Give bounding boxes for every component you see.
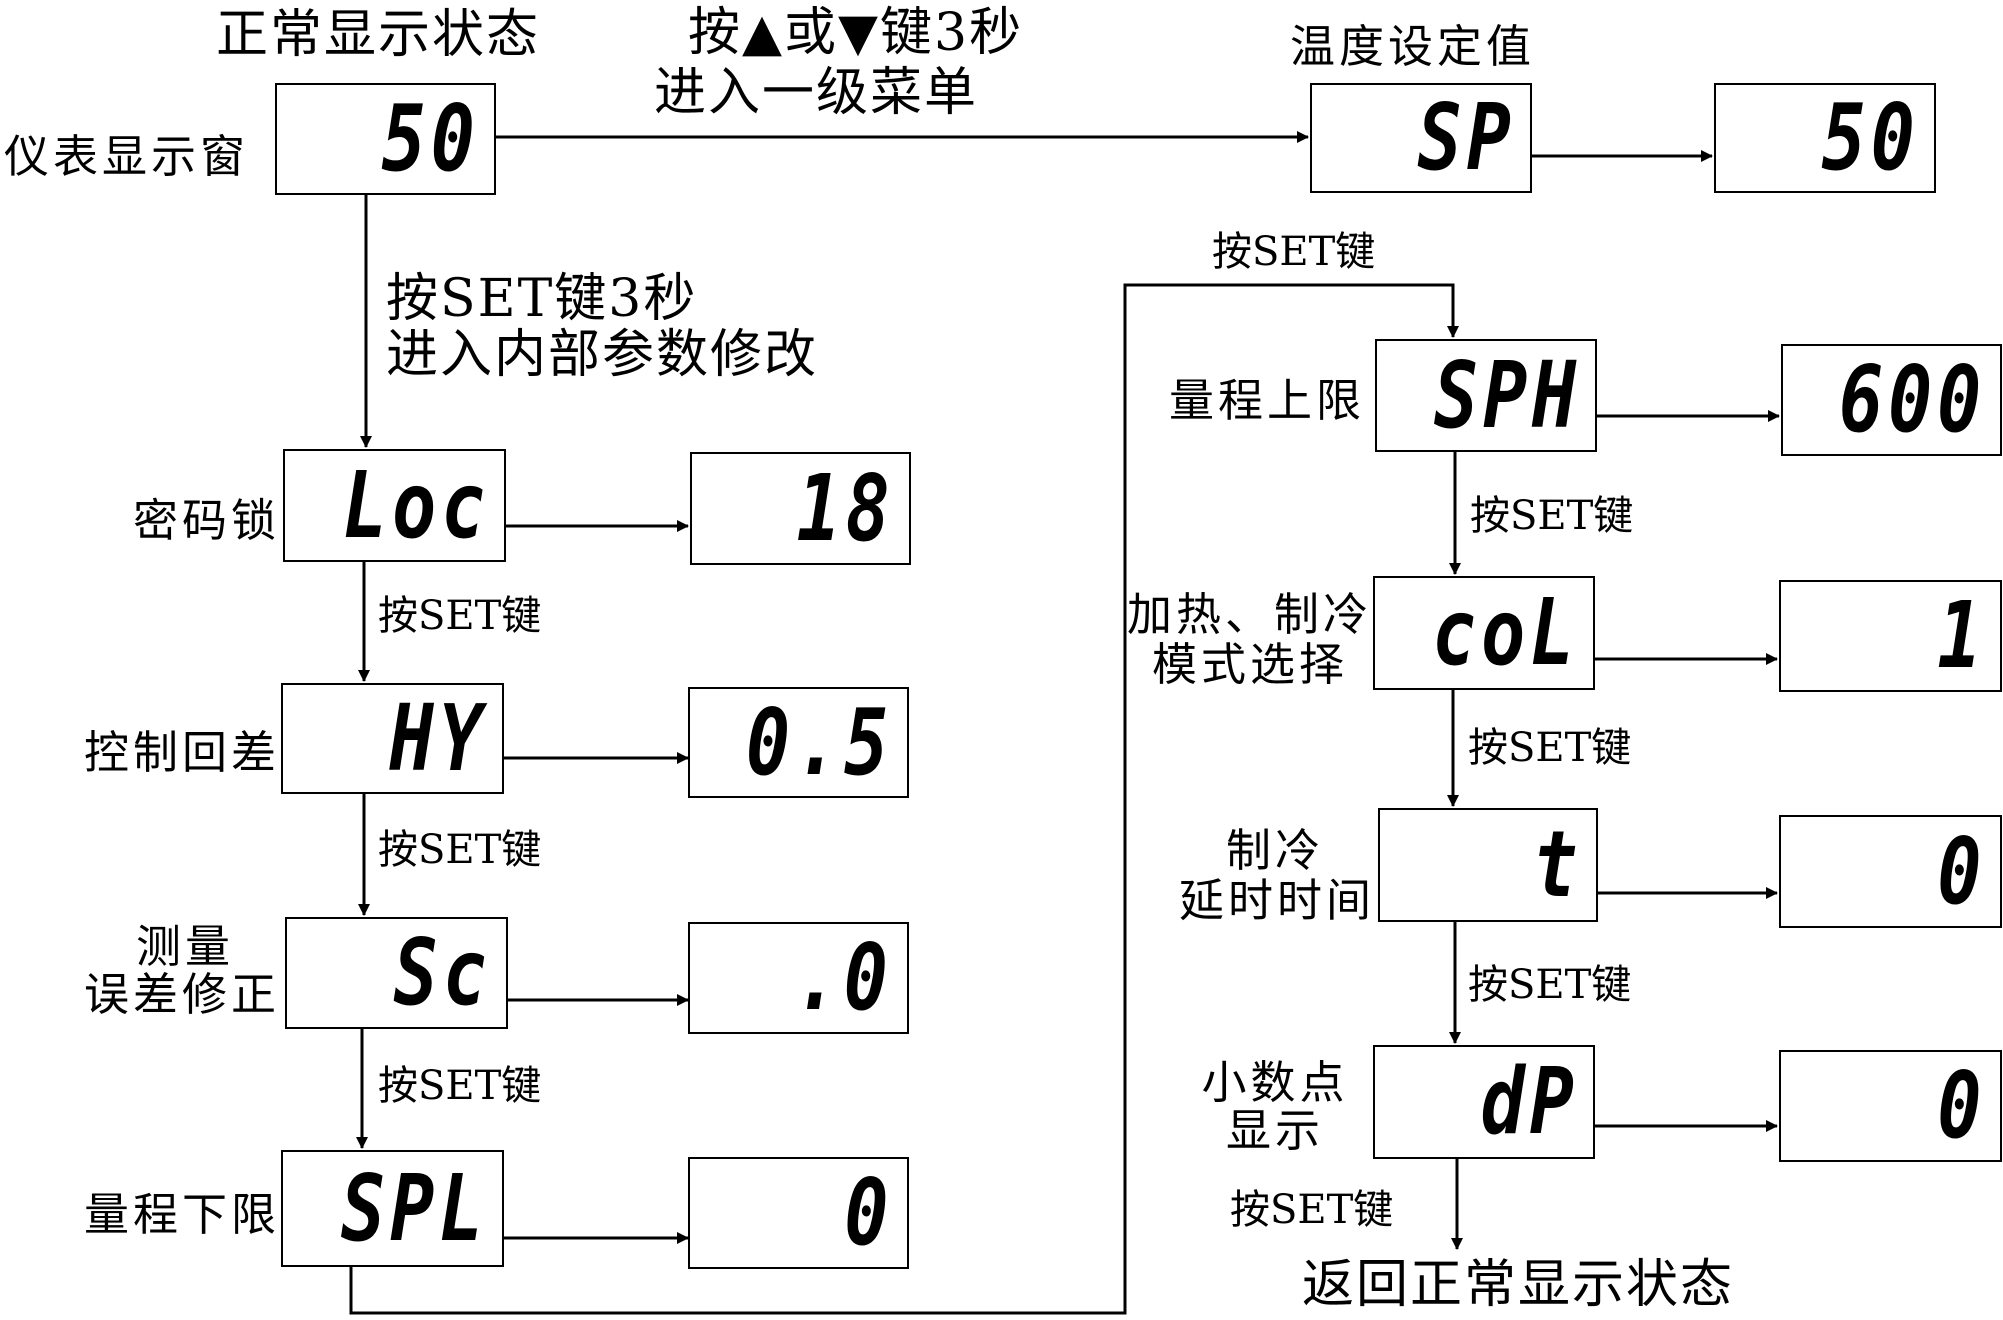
press-set-label-7: 按SET键 [1468,962,1632,1008]
temp-setpoint-label: 温度设定值 [1290,20,1536,73]
sc-display: Sc [285,917,508,1029]
t-value-display: 0 [1779,815,2002,928]
measure-correction-line2: 误差修正 [83,968,280,1021]
sc-code: Sc [393,919,492,1026]
press-set-label-4: 按SET键 [1212,229,1376,275]
spl-code: SPL [340,1154,488,1262]
return-normal-label: 返回正常显示状态 [1302,1255,1735,1315]
cool-delay-line2: 延时时间 [1178,874,1375,927]
sc-value-display: .0 [688,922,909,1034]
hy-code: HY [389,684,488,792]
normal-state-label: 正常显示状态 [216,5,541,65]
sph-display: SPH [1375,339,1597,452]
dp-code: dP [1480,1048,1579,1155]
t-code: t [1532,811,1582,918]
decimal-point-line1: 小数点 [1201,1056,1349,1109]
loc-value-display: 18 [690,452,911,565]
loc-display: Loc [283,449,506,562]
password-lock-label: 密码锁 [132,494,280,547]
internal-line2: 进入内部参数修改 [386,325,819,385]
loc-code: Loc [342,451,490,559]
t-value: 0 [1936,817,1986,925]
hy-display: HY [281,683,504,794]
spl-value: 0 [843,1159,893,1266]
measure-correction-line1: 测量 [135,920,234,973]
display-window-label: 仪表显示窗 [4,130,250,183]
dp-display: dP [1373,1045,1595,1159]
col-display: coL [1373,576,1595,690]
hy-value: 0.5 [745,688,893,796]
dp-value: 0 [1936,1052,1986,1159]
heat-cool-mode-line1: 加热、制冷 [1126,588,1372,641]
sc-value: .0 [794,924,893,1031]
loc-value: 18 [796,454,895,562]
spl-value-display: 0 [688,1157,909,1269]
sph-code: SPH [1433,341,1581,449]
hy-value-display: 0.5 [688,687,909,798]
heat-cool-mode-line2: 模式选择 [1151,638,1348,691]
t-display: t [1378,808,1598,922]
sp-value: 50 [1821,84,1920,191]
internal-line1: 按SET键3秒 [386,269,698,329]
sp-value-display: 50 [1714,83,1936,193]
range-upper-label: 量程上限 [1168,374,1365,427]
press-set-label-8: 按SET键 [1230,1187,1394,1233]
press-set-label-3: 按SET键 [378,1063,542,1109]
decimal-point-line2: 显示 [1225,1104,1324,1157]
col-value: 1 [1936,582,1986,689]
dp-value-display: 0 [1779,1050,2002,1162]
col-value-display: 1 [1779,580,2002,692]
spl-display: SPL [281,1150,504,1267]
cool-delay-line1: 制冷 [1225,824,1324,877]
sph-value-display: 600 [1781,344,2002,456]
main-display-value: 50 [381,85,480,192]
sp-code: SP [1417,84,1516,191]
press-set-label-2: 按SET键 [378,827,542,873]
control-hysteresis-label: 控制回差 [83,726,280,779]
enter-menu-line1: 按▲或▼键3秒 [688,3,1024,63]
sp-display: SP [1310,83,1532,193]
press-set-label-6: 按SET键 [1468,725,1632,771]
press-set-label-5: 按SET键 [1470,493,1634,539]
range-lower-label: 量程下限 [83,1188,280,1241]
enter-menu-line2: 进入一级菜单 [654,63,979,123]
main-display: 50 [275,83,496,195]
sph-value: 600 [1838,346,1986,453]
col-code: coL [1431,579,1579,686]
press-set-label-1: 按SET键 [378,593,542,639]
arrow-spl-to-sph [349,283,1459,1315]
